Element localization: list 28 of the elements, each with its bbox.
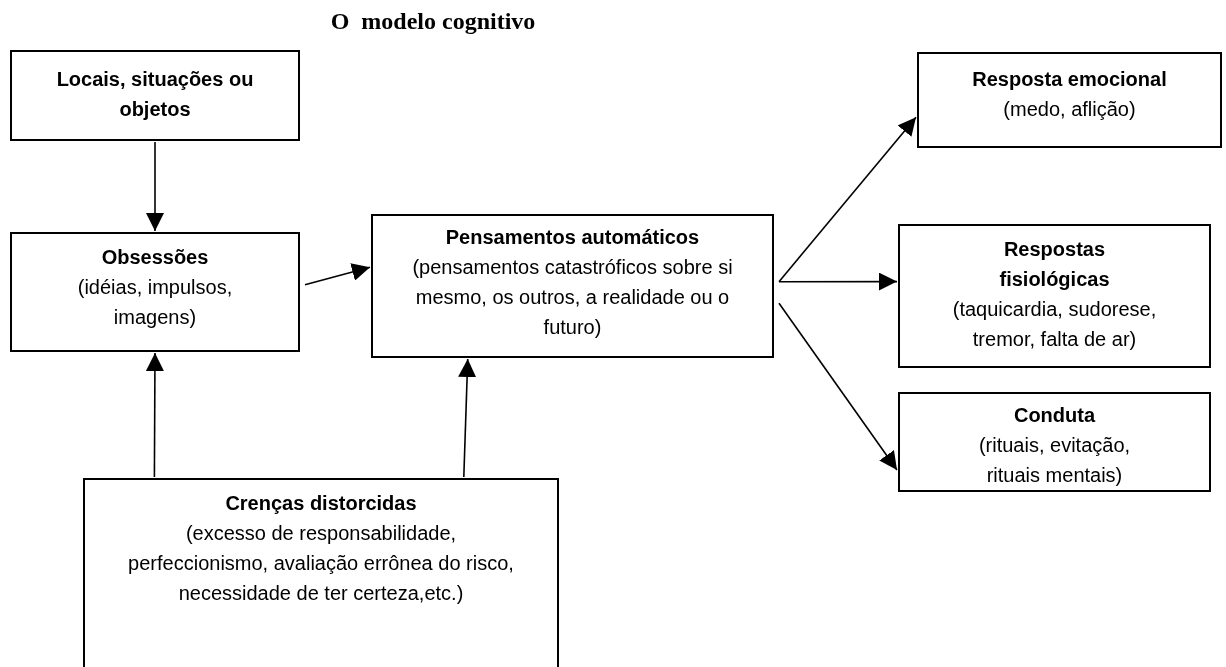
box-text: (medo, aflição): [1002, 97, 1137, 122]
process-box: [371, 214, 774, 358]
box-heading: Respostas fisiológicas: [998, 237, 1111, 292]
process-box: [898, 224, 1211, 368]
arrow: [778, 272, 898, 291]
box-heading: Obsessões: [100, 245, 210, 270]
process-box: [898, 392, 1211, 492]
box-text: (pensamentos catastróficos sobre si mesmo, os outros, a realidade ou o futuro): [411, 255, 734, 340]
arrow: [458, 358, 477, 478]
process-box: [10, 232, 300, 352]
box-heading: Conduta: [1012, 403, 1097, 428]
diagram-title: O modelo cognitivo: [329, 8, 537, 35]
box-text: Locais, situações ou objetos: [55, 67, 255, 122]
arrow: [778, 302, 898, 471]
box-heading: Pensamentos automáticos: [444, 225, 701, 250]
box-text: (excesso de responsabilidade, perfeccionismo, avaliação errônea do risco, necessidade de ter certeza,etc.): [127, 521, 515, 606]
process-box: [83, 478, 559, 667]
arrow: [304, 263, 371, 286]
arrow: [778, 116, 917, 283]
box-heading: Crenças distorcidas: [224, 491, 418, 516]
box-text: (taquicardia, sudorese, tremor, falta de ar): [951, 297, 1158, 352]
box-heading: Resposta emocional: [971, 67, 1168, 92]
arrow: [145, 352, 164, 478]
process-box: [917, 52, 1222, 148]
arrow: [146, 141, 164, 232]
box-text: (idéias, impulsos, imagens): [76, 275, 234, 330]
process-box: [10, 50, 300, 141]
box-text: (rituais, evitação, rituais mentais): [977, 433, 1132, 488]
